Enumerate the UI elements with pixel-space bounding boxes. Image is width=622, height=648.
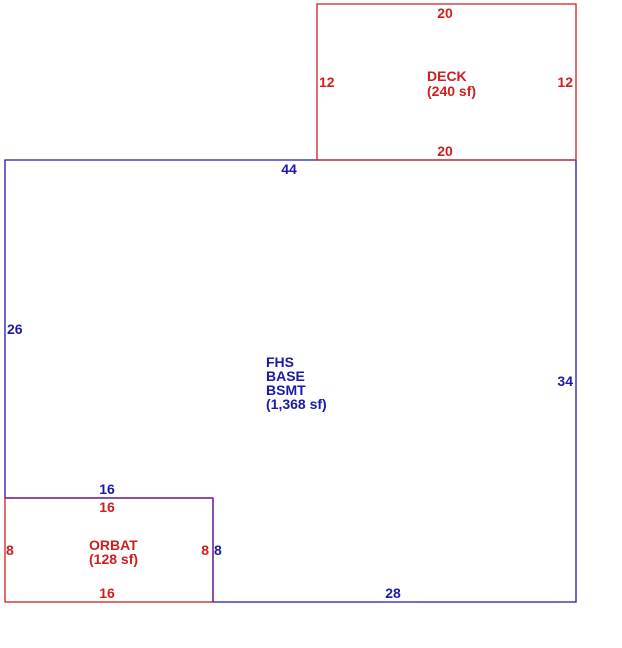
- base-notch-top-dimension: 16: [99, 481, 115, 497]
- base-label-line1: FHS: [266, 354, 294, 370]
- orbat-bottom-dimension: 16: [99, 585, 115, 601]
- orbat-name-label: ORBAT: [89, 537, 138, 553]
- base-top-dimension: 44: [281, 161, 297, 177]
- base-notch-right-dimension: 8: [214, 542, 222, 558]
- base-label-line3: BSMT: [266, 382, 306, 398]
- deck-top-dimension: 20: [437, 5, 453, 21]
- orbat-top-dimension: 16: [99, 499, 115, 515]
- base-left-dimension: 26: [7, 321, 23, 337]
- deck-bottom-dimension: 20: [437, 143, 453, 159]
- orbat-right-dimension: 8: [201, 542, 209, 558]
- deck-area-label: (240 sf): [427, 83, 476, 99]
- deck-left-dimension: 12: [319, 74, 335, 90]
- orbat-left-dimension: 8: [6, 542, 14, 558]
- base-right-dimension: 34: [557, 373, 573, 389]
- deck-right-dimension: 12: [557, 74, 573, 90]
- deck-outline: [316, 3, 577, 160]
- base-label-line2: BASE: [266, 368, 305, 384]
- orbat-area-label: (128 sf): [89, 551, 138, 567]
- deck-name-label: DECK: [427, 68, 467, 84]
- base-bottom-dimension: 28: [385, 585, 401, 601]
- base-area-label: (1,368 sf): [266, 396, 327, 412]
